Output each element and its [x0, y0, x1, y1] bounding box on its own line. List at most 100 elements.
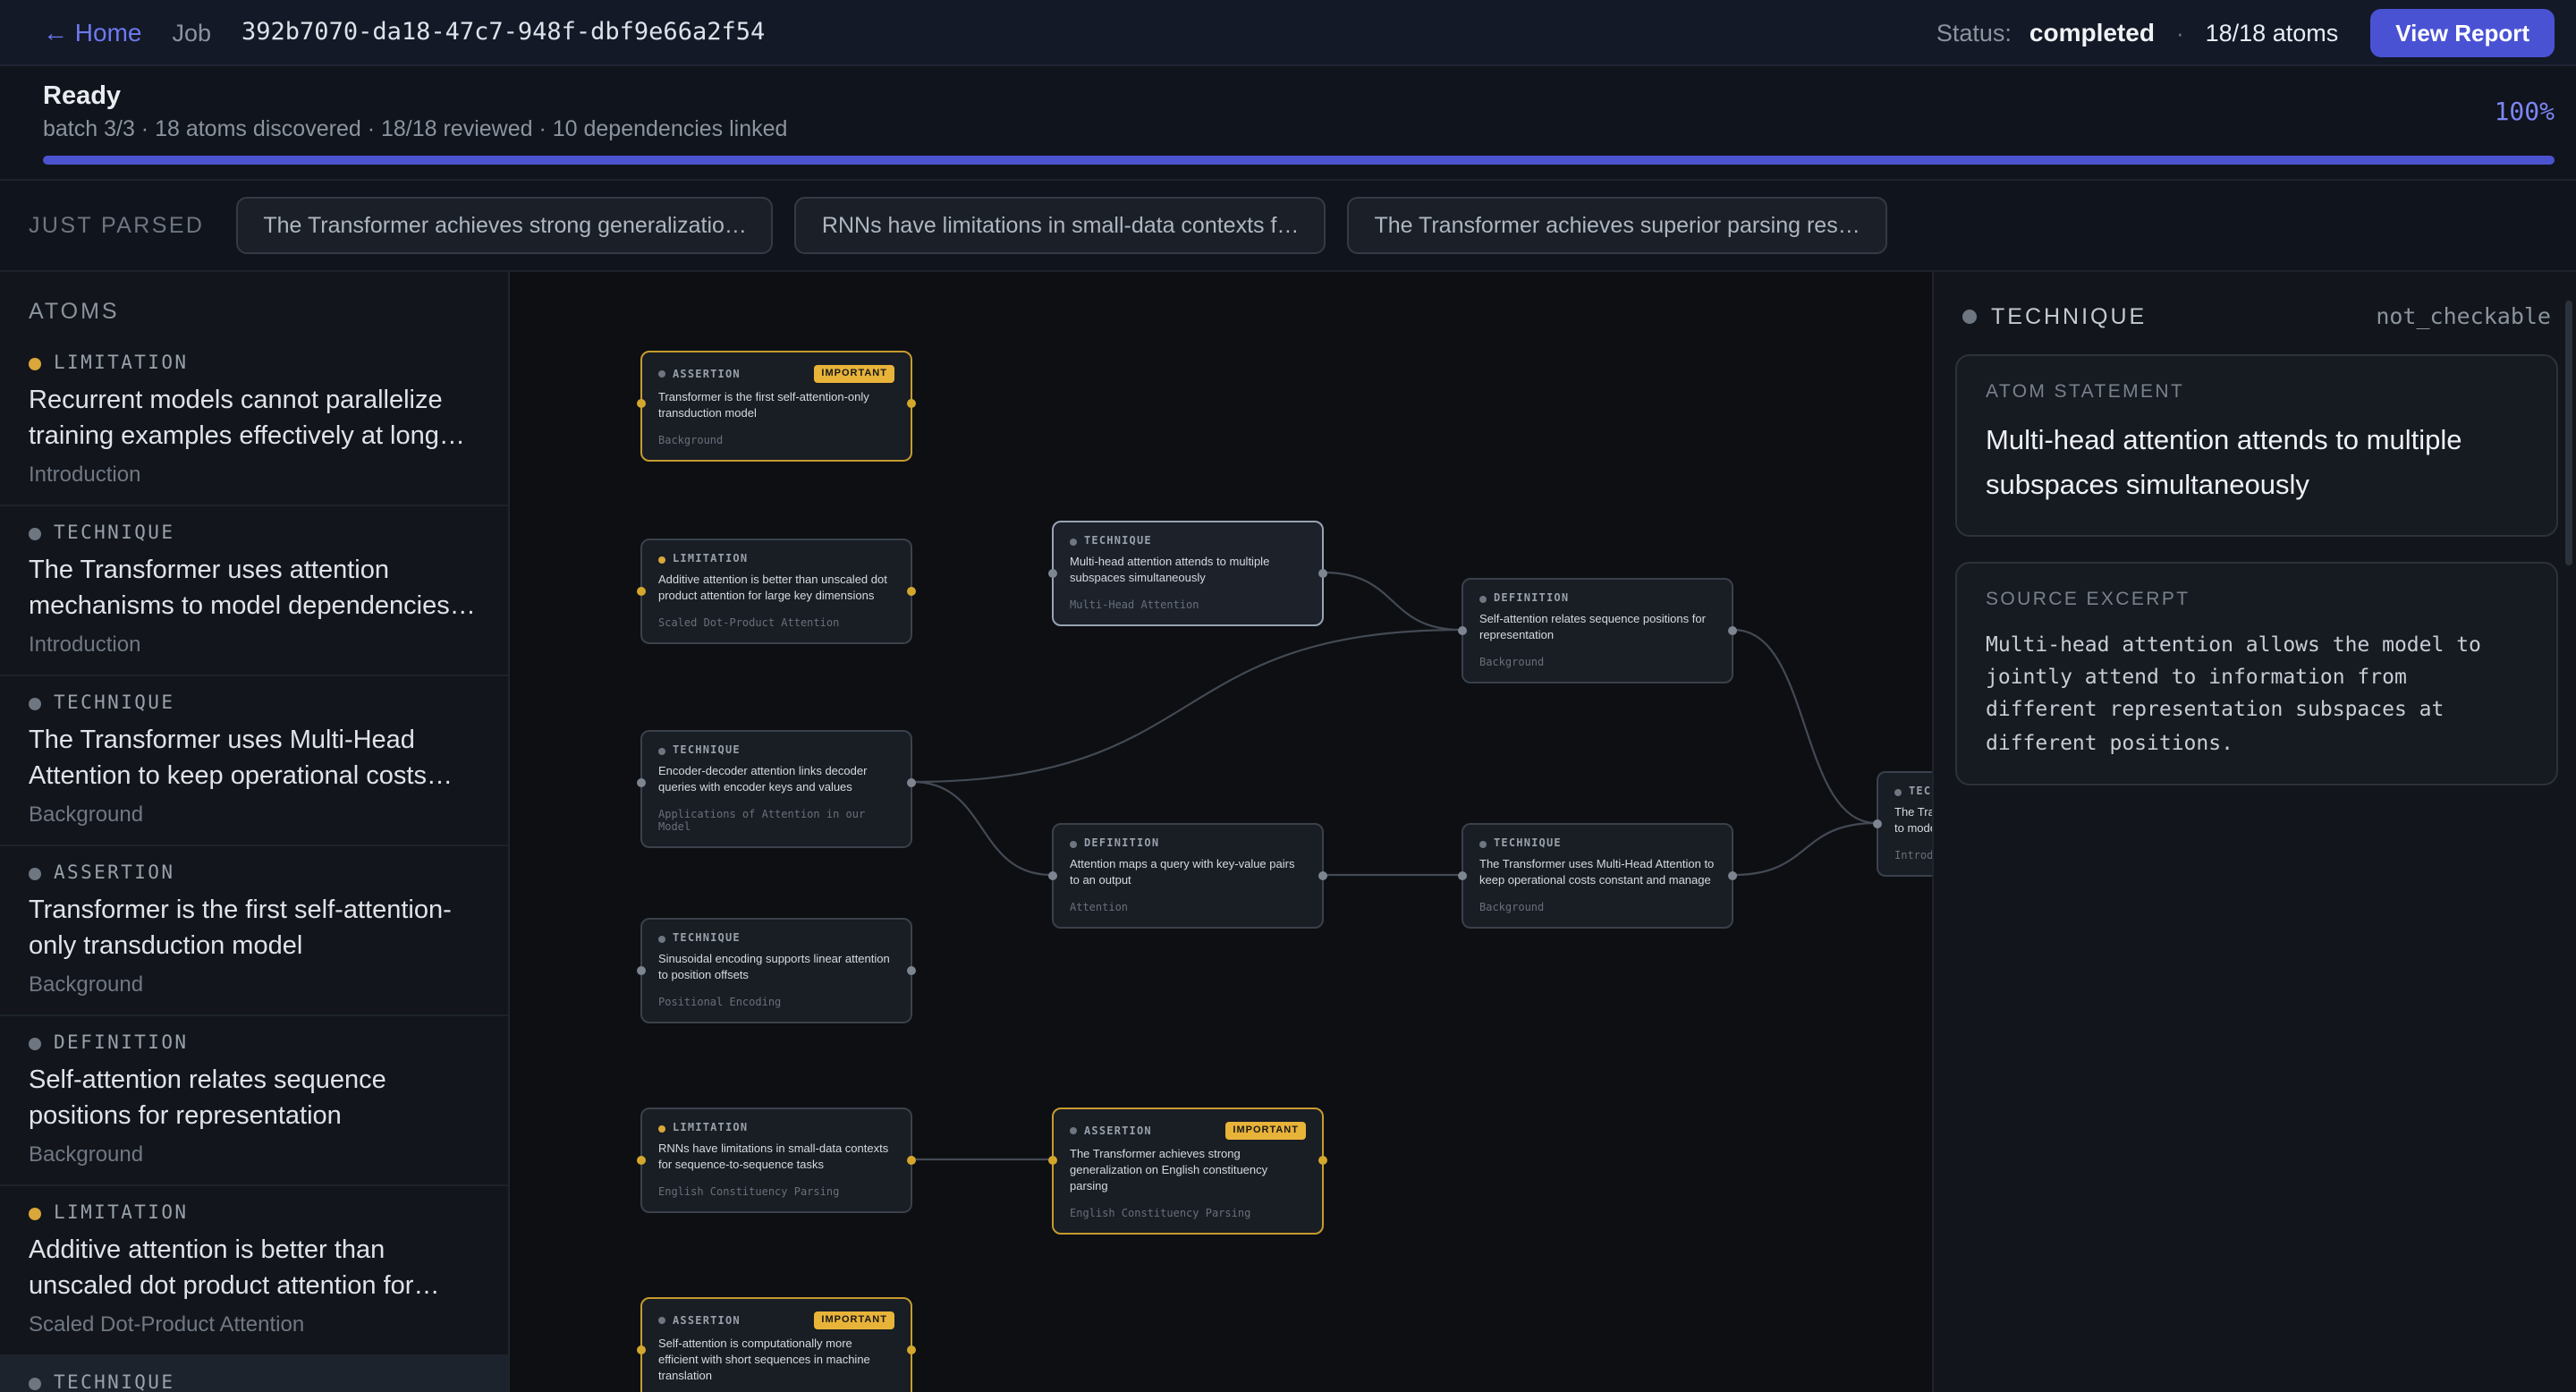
node-header: TECHNIQUE: [1894, 785, 1932, 798]
node-port-right: [1728, 626, 1737, 635]
node-port-right: [907, 778, 916, 787]
atom-type-row: ASSERTION: [29, 862, 479, 884]
node-header: LIMITATION: [658, 553, 894, 565]
node-section-label: Background: [1479, 656, 1545, 669]
parsed-chip[interactable]: RNNs have limitations in small-data cont…: [794, 197, 1326, 254]
view-report-button[interactable]: View Report: [2370, 8, 2555, 56]
parsed-chip[interactable]: The Transformer achieves superior parsin…: [1347, 197, 1887, 254]
node-statement: The Transformer uses Multi-Head Attentio…: [1479, 859, 1715, 887]
important-badge: IMPORTANT: [814, 1311, 894, 1329]
graph-node[interactable]: ASSERTION IMPORTANT The Transformer achiev…: [1048, 1108, 1327, 1235]
node-statement: RNNs have limitations in small-data cont…: [658, 1143, 889, 1172]
node-section-label: Positional Encoding: [658, 996, 782, 1009]
node-header: ASSERTION IMPORTANT: [1070, 1122, 1306, 1140]
node-type-dot: [658, 1317, 665, 1324]
node-header: TECHNIQUE: [658, 932, 894, 945]
node-port-right: [907, 1156, 916, 1165]
node-port-right: [907, 587, 916, 596]
node-type-label: TECHNIQUE: [673, 932, 741, 945]
node-port-right: [1728, 871, 1737, 880]
node-section-label: Background: [658, 434, 724, 447]
just-parsed-row: JUST PARSED The Transformer achieves str…: [0, 181, 2576, 272]
node-port-right: [1318, 871, 1327, 880]
node-header: LIMITATION: [658, 1122, 894, 1134]
topbar-right: Status: completed · 18/18 atoms View Rep…: [1936, 8, 2555, 56]
node-port-left: [1048, 1156, 1057, 1165]
atom-statement-card: ATOM STATEMENT Multi-head attention atte…: [1955, 354, 2558, 537]
job-id: 392b7070-da18-47c7-948f-dbf9e66a2f54: [242, 18, 766, 47]
atom-type-label: TECHNIQUE: [54, 692, 175, 714]
atom-type-row: DEFINITION: [29, 1032, 479, 1054]
node-statement: Self-attention is computationally more e…: [658, 1338, 870, 1383]
source-excerpt-card: SOURCE EXCERPT Multi-head attention allo…: [1955, 561, 2558, 786]
node-port-left: [1048, 871, 1057, 880]
node-port-right: [907, 399, 916, 408]
detail-scrollbar[interactable]: [2565, 301, 2572, 565]
atom-title: Recurrent models cannot parallelize trai…: [29, 386, 465, 451]
node-type-label: LIMITATION: [673, 1122, 749, 1134]
progress-subtitle: batch 3/3 · 18 atoms discovered · 18/18 …: [43, 116, 788, 141]
atom-list-item[interactable]: TECHNIQUE: [0, 1356, 508, 1392]
graph-node[interactable]: TECHNIQUE Multi-head attention attends to…: [1048, 521, 1327, 626]
atom-list-item[interactable]: DEFINITION Self-attention relates sequenc…: [0, 1016, 508, 1186]
node-type-label: TECHNIQUE: [1909, 785, 1932, 798]
atom-section-label: Background: [29, 1142, 144, 1167]
atom-type-dot: [29, 357, 41, 369]
node-type-label: DEFINITION: [1084, 837, 1160, 850]
node-type-dot: [658, 935, 665, 942]
node-type-dot: [1894, 788, 1902, 795]
node-port-right: [1318, 569, 1327, 578]
parsed-chip[interactable]: The Transformer achieves strong generali…: [236, 197, 774, 254]
atom-section-label: Scaled Dot-Product Attention: [29, 1311, 305, 1337]
node-type-label: ASSERTION: [673, 368, 741, 380]
atom-section-label: Introduction: [29, 632, 141, 657]
node-port-left: [637, 778, 646, 787]
node-statement: The Transformer achieves strong generali…: [1070, 1149, 1268, 1193]
atom-statement-text: Multi-head attention attends to multiple…: [1986, 426, 2462, 501]
node-type-label: ASSERTION: [1084, 1125, 1152, 1137]
node-header: TECHNIQUE: [1070, 535, 1306, 547]
node-type-dot: [1070, 840, 1077, 847]
node-type-dot: [658, 747, 665, 754]
source-excerpt-text: Multi-head attention allows the model to…: [1986, 631, 2481, 755]
atom-list-item[interactable]: ASSERTION Transformer is the first self-a…: [0, 846, 508, 1016]
topbar-left: ← Home Job 392b7070-da18-47c7-948f-dbf9e…: [43, 18, 765, 47]
node-statement: Multi-head attention attends to multiple…: [1070, 556, 1270, 585]
node-type-label: DEFINITION: [1494, 592, 1570, 605]
home-link[interactable]: ← Home: [43, 18, 142, 47]
node-port-right: [1318, 1156, 1327, 1165]
graph-node[interactable]: LIMITATION RNNs have limitations in small…: [637, 1108, 916, 1213]
graph-node[interactable]: TECHNIQUE Encoder-decoder attention links…: [637, 730, 916, 848]
atom-type-dot: [29, 867, 41, 879]
graph-canvas[interactable]: ASSERTION IMPORTANT Transformer is the fir…: [510, 272, 1932, 1392]
node-type-dot: [1070, 538, 1077, 545]
node-statement: Encoder-decoder attention links decoder …: [658, 766, 868, 794]
atom-title: Transformer is the first self-attention-…: [29, 896, 452, 961]
atom-title: Self-attention relates sequence position…: [29, 1066, 386, 1131]
atoms-sidebar-title: ATOMS: [29, 299, 120, 324]
atom-type-dot: [29, 527, 41, 539]
node-port-left: [1458, 626, 1467, 635]
atom-title: Additive attention is better than unscal…: [29, 1236, 440, 1301]
node-port-left: [1873, 819, 1882, 828]
atom-type-row: TECHNIQUE: [29, 692, 479, 714]
node-header: TECHNIQUE: [658, 744, 894, 757]
node-statement: Transformer is the first self-attention-…: [658, 392, 869, 420]
node-type-label: LIMITATION: [673, 553, 749, 565]
important-badge: IMPORTANT: [1225, 1122, 1306, 1140]
atom-type-row: TECHNIQUE: [29, 522, 479, 544]
